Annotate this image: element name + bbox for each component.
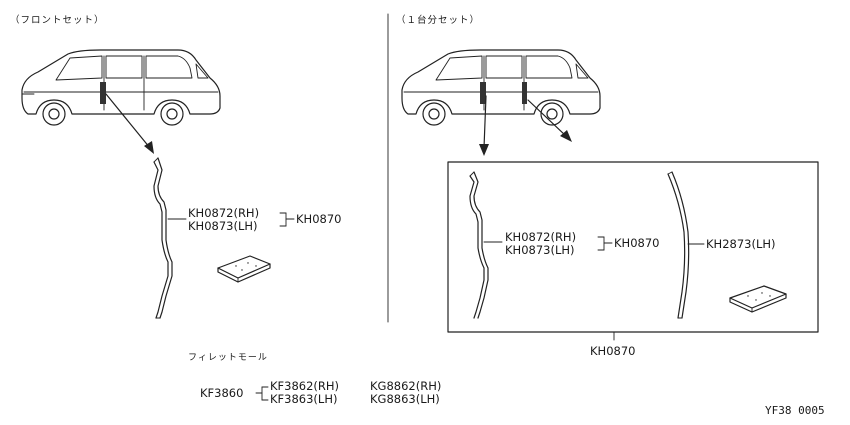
door-molding-strip-icon-right-front — [469, 171, 489, 319]
left-part-rh-label: KH0872(RH) — [188, 206, 260, 220]
caption-one-vehicle-set: （１台分セット） — [396, 15, 481, 26]
door-molding-strip-icon-right-rear — [667, 171, 690, 319]
fillet-row2-a: KF3863(LH) — [270, 392, 338, 406]
right-assembly-label: KH0870 — [614, 236, 660, 250]
pointer-arrow-icon-right-2 — [527, 99, 572, 142]
left-part-lh-label: KH0873(LH) — [188, 219, 258, 233]
fillet-leader-lines — [255, 386, 269, 401]
left-assembly-label: KH0870 — [296, 212, 342, 226]
rear-part-label: KH2873(LH) — [706, 237, 776, 251]
right-part-lh-label: KH0873(LH) — [505, 243, 575, 257]
kit-box-label: KH0870 — [590, 344, 636, 358]
pointer-arrow-icon-left — [105, 93, 154, 154]
kit-frame — [447, 161, 819, 333]
pointer-arrow-icon-right-1 — [479, 95, 489, 156]
figure-code: YF38 0005 — [765, 404, 825, 417]
van-side-view-icon-right — [401, 49, 601, 126]
fillet-row2-b: KG8863(LH) — [370, 392, 440, 406]
van-side-view-icon-left — [21, 49, 221, 126]
right-leader-lines — [483, 236, 705, 341]
right-part-rh-label: KH0872(RH) — [505, 230, 577, 244]
door-molding-strip-icon-left — [153, 157, 173, 319]
left-leader-lines — [167, 212, 295, 227]
fillet-row1-b: KG8862(RH) — [370, 379, 442, 393]
fillet-row1-a: KF3862(RH) — [270, 379, 340, 393]
fillet-mold-title: フィレットモール — [188, 353, 268, 363]
fillet-pad-icon-left — [217, 255, 271, 283]
caption-front-set: （フロントセット） — [10, 15, 105, 26]
fillet-pad-icon-right — [729, 285, 787, 313]
fillet-set-code: KF3860 — [200, 386, 244, 400]
